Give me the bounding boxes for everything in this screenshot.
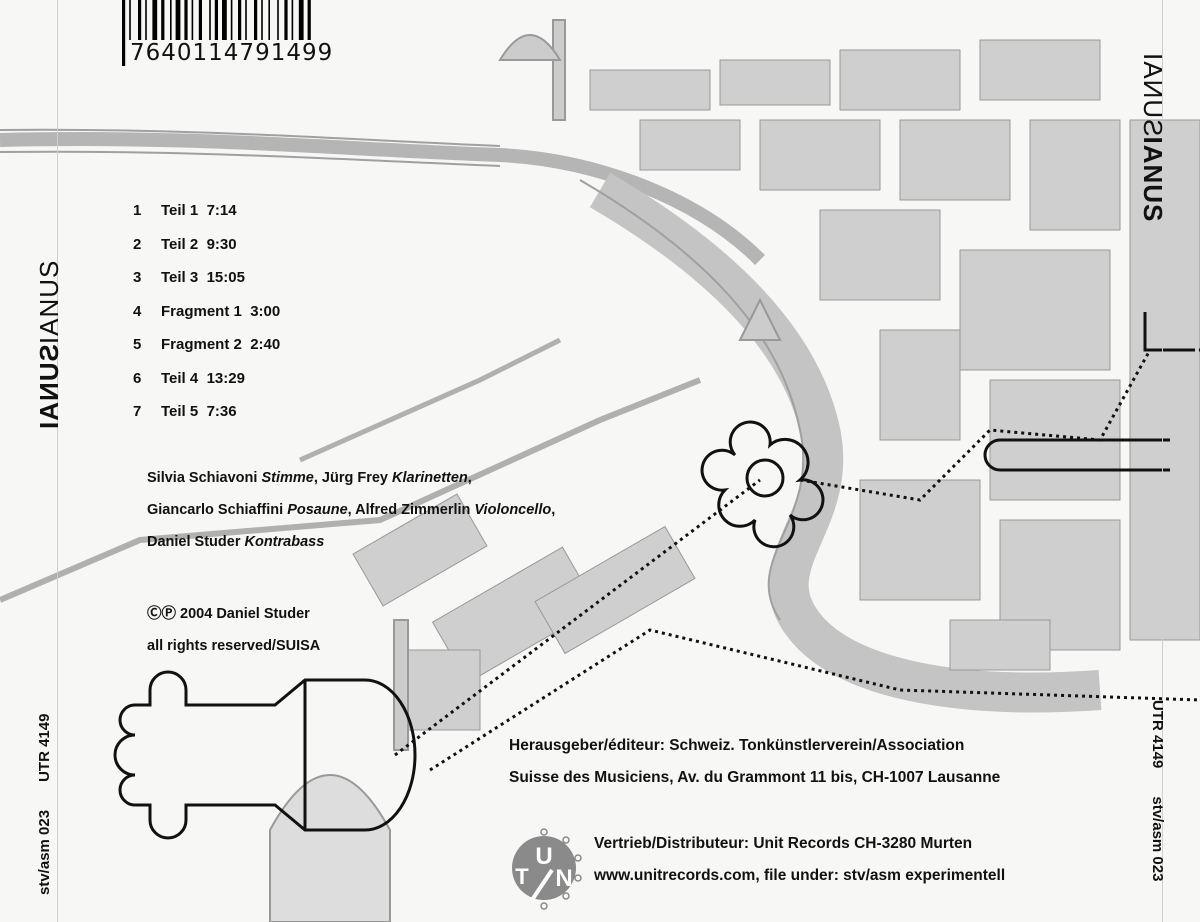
track-duration: 9:30 <box>206 235 237 253</box>
track-duration: 7:36 <box>206 403 237 420</box>
track-duration: 7:14 <box>206 202 237 219</box>
publisher-info: Herausgeber/éditeur: Schweiz. Tonkünstle… <box>509 730 1000 794</box>
track-item: 1 Teil 1 7:14 <box>133 202 280 236</box>
barcode-bar <box>122 0 126 66</box>
svg-text:U: U <box>535 843 552 870</box>
track-item: 2 Teil 2 9:30 <box>133 236 280 270</box>
barcode-bar <box>298 0 304 66</box>
catalog-left: stv/asm 023 UTR 4149 <box>36 686 53 895</box>
barcode-bar <box>307 0 311 66</box>
track-item: 7 Teil 5 7:36 <box>133 403 280 437</box>
catalog-number-2: stv/asm 023 <box>36 809 53 895</box>
spine-title-mirrored: SUNAI <box>1138 52 1168 137</box>
catalog-number-1: UTR 4149 <box>36 713 53 782</box>
barcode-bar <box>152 0 158 44</box>
spine-title: IANUS <box>34 259 64 345</box>
credits-line-3: Daniel Studer Kontrabass <box>147 534 325 550</box>
spine-title: IANUS <box>1138 136 1168 223</box>
barcode-bar <box>222 0 227 66</box>
track-title: Teil 4 <box>161 369 199 387</box>
track-number: 6 <box>133 369 142 387</box>
copyright-line-1: ⒸⓅ 2004 Daniel Studer <box>147 606 310 622</box>
track-title: Fragment 2 <box>161 336 242 353</box>
barcode-bar <box>214 0 218 66</box>
distribution-line-2[interactable]: www.unitrecords.com, file under: stv/asm… <box>594 867 1006 884</box>
barcode-bar <box>145 0 147 44</box>
credits-line-1: Silvia Schiavoni Stimme, Jürg Frey Klari… <box>147 470 472 486</box>
track-duration: 2:40 <box>250 336 281 353</box>
barcode-bar <box>175 0 181 44</box>
barcode-bar <box>209 0 211 44</box>
barcode-bar <box>230 0 233 44</box>
spine-title-left: SUNAIIANUS <box>34 260 65 430</box>
track-item: 6 Teil 4 13:29 <box>133 370 280 404</box>
track-title: Teil 1 <box>161 202 199 219</box>
copyright: ⒸⓅ 2004 Daniel Studer all rights reserve… <box>147 598 320 662</box>
unit-records-logo: U T N <box>512 828 582 910</box>
barcode-bar <box>291 0 294 44</box>
credits-line-2: Giancarlo Schiaffini Posaune, Alfred Zim… <box>147 502 556 518</box>
barcode-bar <box>245 0 247 44</box>
barcode-bar <box>184 0 188 44</box>
fold-line-right <box>1162 0 1163 922</box>
barcode-bar <box>238 0 242 44</box>
barcode-bar <box>277 0 279 44</box>
track-duration: 15:05 <box>206 269 245 286</box>
barcode-bar <box>254 0 258 44</box>
track-item: 5 Fragment 2 2:40 <box>133 336 280 370</box>
distribution-info: Vertrieb/Distributeur: Unit Records CH-3… <box>594 828 1005 892</box>
barcode-bar <box>170 0 172 44</box>
track-duration: 3:00 <box>250 302 281 320</box>
track-number: 3 <box>133 269 142 286</box>
track-number: 1 <box>133 202 142 219</box>
track-item: 4 Fragment 1 3:00 <box>133 303 280 337</box>
track-title: Teil 5 <box>161 403 199 420</box>
track-item: 3 Teil 3 15:05 <box>133 269 280 303</box>
track-number: 5 <box>133 336 142 353</box>
track-number: 2 <box>133 235 142 253</box>
track-duration: 13:29 <box>206 369 245 387</box>
barcode-bar <box>284 0 288 44</box>
track-title: Teil 2 <box>161 235 199 253</box>
track-number: 4 <box>133 302 142 320</box>
track-title: Teil 3 <box>161 269 199 286</box>
spine-title-mirrored: SUNAI <box>34 344 64 430</box>
track-title: Fragment 1 <box>161 302 242 320</box>
barcode <box>122 0 311 66</box>
copyright-line-2: all rights reserved/SUISA <box>147 638 321 654</box>
catalog-right: UTR 4149 stv/asm 023 <box>1149 700 1166 909</box>
catalog-number-2: stv/asm 023 <box>1149 796 1166 882</box>
fold-line-left <box>57 0 58 922</box>
barcode-number: 7640114791499 <box>128 40 336 66</box>
spine-title-right: SUNAIIANUS <box>1137 52 1168 222</box>
barcode-bar <box>198 0 202 44</box>
track-number: 7 <box>133 403 142 420</box>
barcode-bar <box>191 0 194 44</box>
barcode-bar <box>161 0 165 44</box>
barcode-bar <box>261 0 263 44</box>
catalog-number-1: UTR 4149 <box>1149 700 1166 769</box>
svg-text:N: N <box>555 865 572 892</box>
credits: Silvia Schiavoni Stimme, Jürg Frey Klari… <box>147 462 555 558</box>
publisher-line-2: Suisse des Musiciens, Av. du Grammont 11… <box>509 769 1001 786</box>
svg-text:T: T <box>515 864 529 889</box>
publisher-line-1: Herausgeber/éditeur: Schweiz. Tonkünstle… <box>509 737 965 754</box>
barcode-bar <box>268 0 270 44</box>
barcode-bar <box>129 0 131 66</box>
barcode-bar <box>138 0 142 44</box>
distribution-line-1: Vertrieb/Distributeur: Unit Records CH-3… <box>594 835 973 852</box>
